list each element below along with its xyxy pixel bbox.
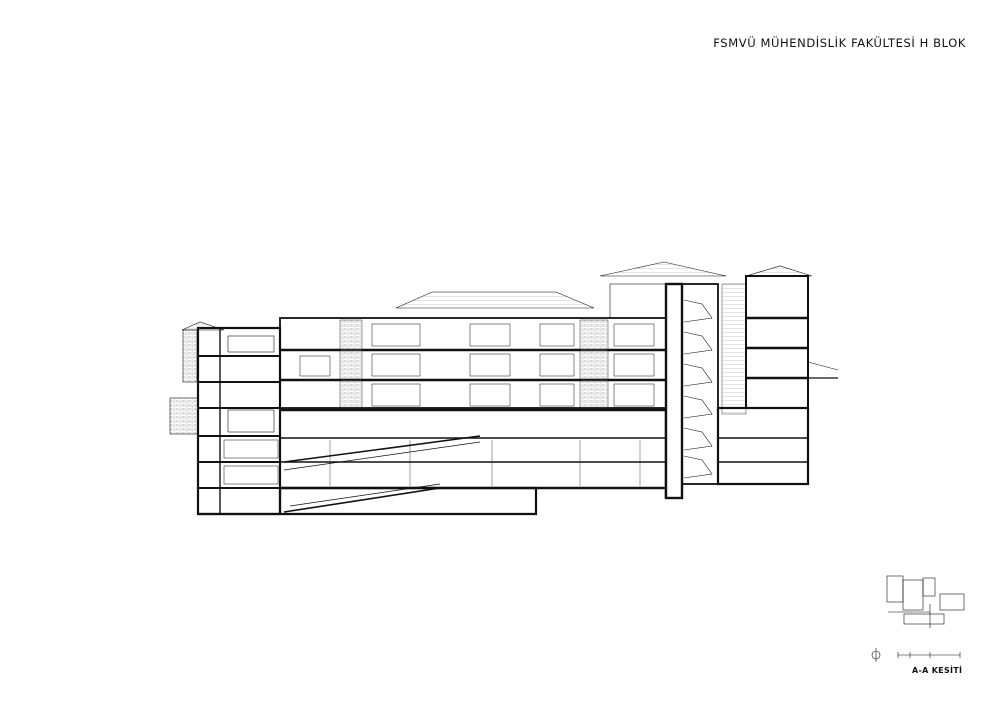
- sheet-title: FSMVÜ MÜHENDİSLİK FAKÜLTESİ H BLOK: [713, 36, 966, 50]
- left-stair-block: [196, 326, 282, 516]
- key-plan: [886, 575, 965, 628]
- main-block-lower: [198, 410, 668, 516]
- section-label: A-A KESİTİ: [912, 666, 963, 675]
- north-arrow-icon: [871, 648, 881, 662]
- scale-bar: [897, 652, 961, 658]
- right-tower: [716, 265, 839, 486]
- stair-core: [599, 261, 747, 500]
- main-block-upper: [279, 291, 667, 412]
